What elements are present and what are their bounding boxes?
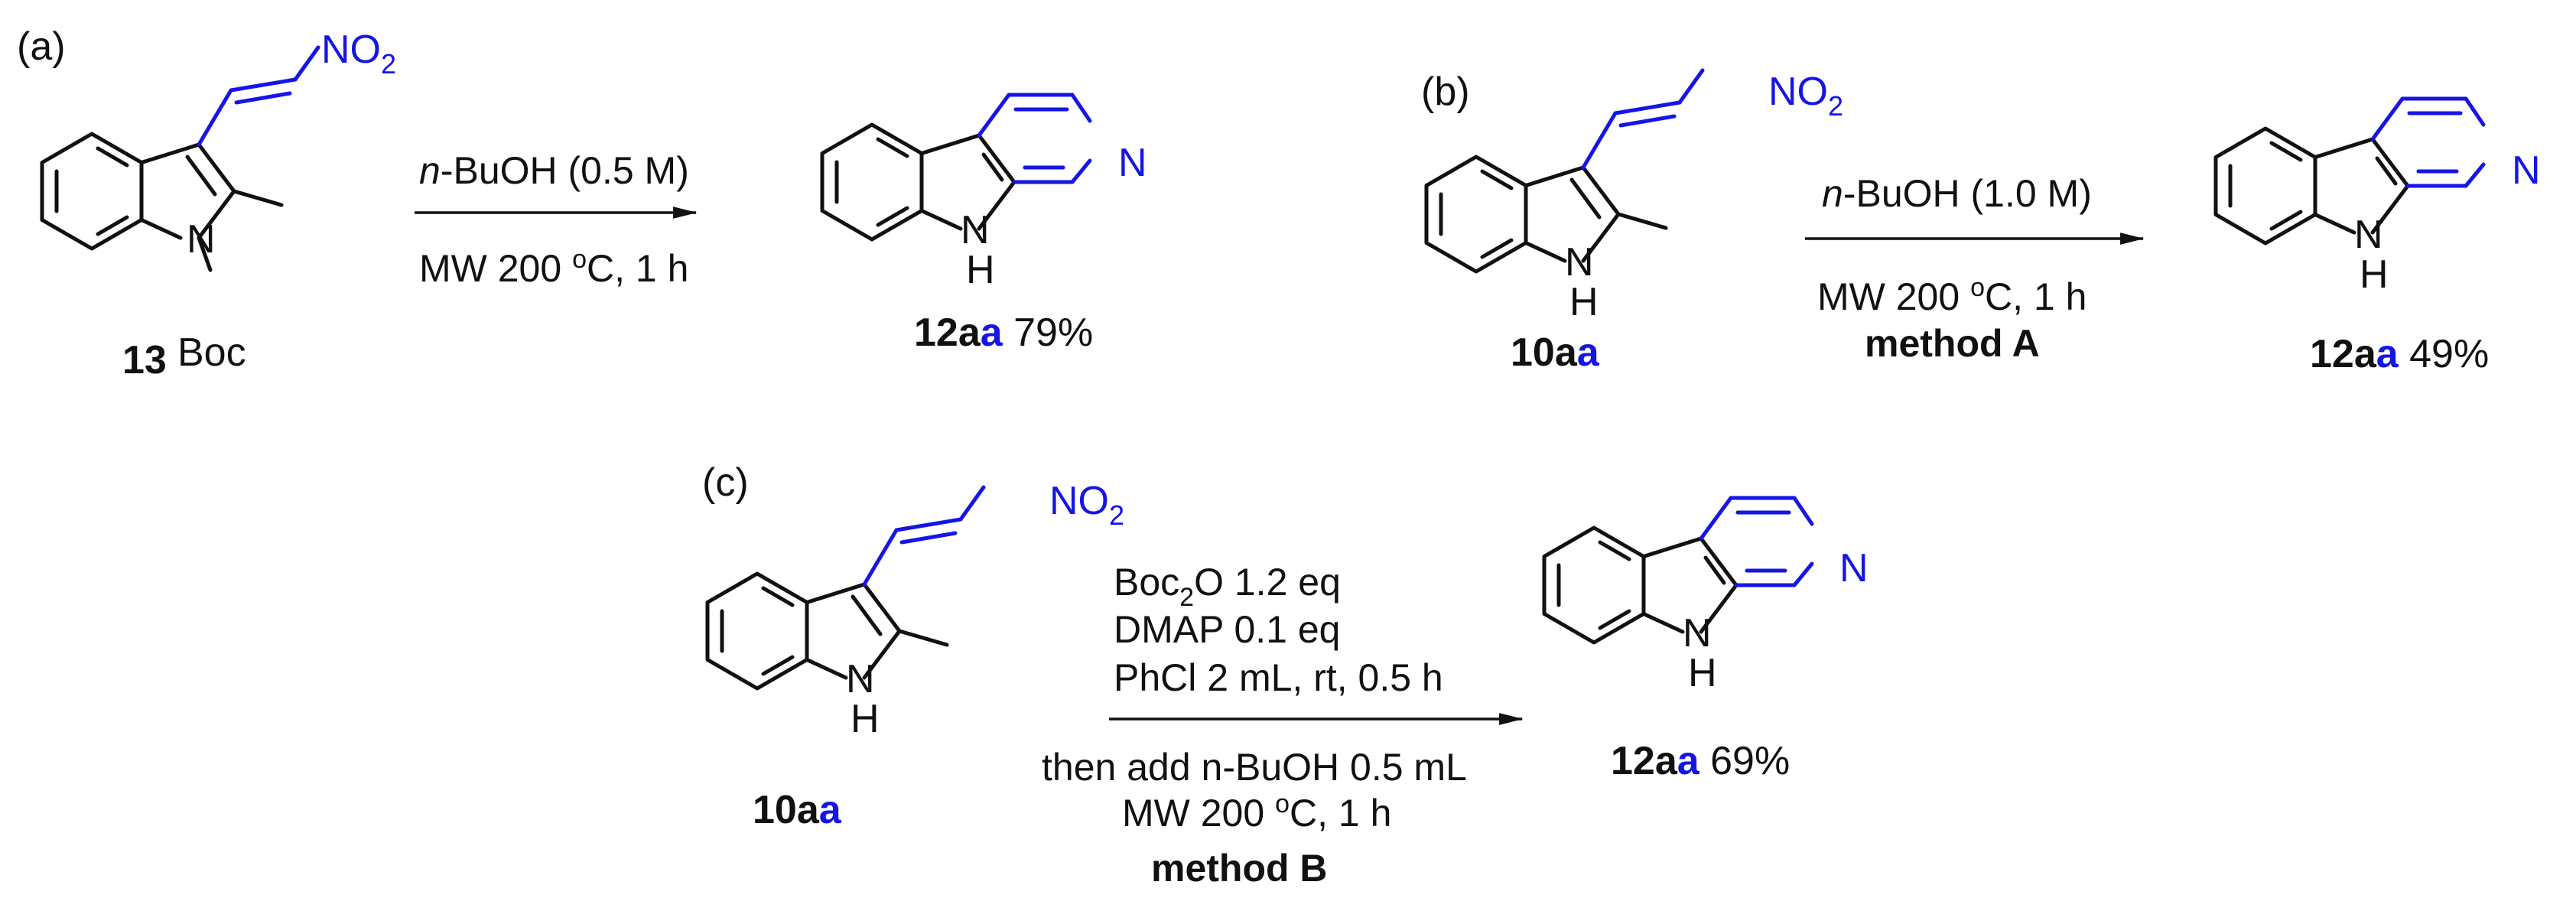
conditions-a-heating: MW 200 oC, 1 h: [419, 245, 688, 290]
nitro-group: NO2: [1768, 70, 1843, 122]
nitro-group: NO2: [1049, 479, 1124, 531]
reaction-arrow-b: n-BuOH (1.0 M) MW 200 oC, 1 h method A: [1805, 172, 2145, 365]
product-12aa-b: N N H 12aa 49%: [2216, 99, 2541, 376]
n-hydrogen: H: [1688, 651, 1717, 695]
carbazole-nitrogen: N: [961, 208, 990, 252]
indole-nitrogen: N: [187, 217, 216, 262]
panel-c: (c) NO2 N H 10aa Boc2O 1.2 eq DMAP 0.1 e…: [702, 460, 1869, 890]
carbazole-nitrogen: N: [1683, 611, 1712, 656]
product-12aa-c: N N H 12aa 69%: [1544, 498, 1869, 783]
conditions-c-dmap: DMAP 0.1 eq: [1114, 608, 1340, 651]
pyridine-nitrogen: N: [1839, 546, 1869, 591]
compound-10aa-label: 10aa: [1511, 330, 1600, 375]
carbazole-nitrogen: N: [2354, 213, 2383, 257]
conditions-c-solvent: PhCl 2 mL, rt, 0.5 h: [1114, 656, 1443, 699]
product-b-label: 12aa 49%: [2310, 332, 2489, 376]
conditions-c-boc2o: Boc2O 1.2 eq: [1114, 561, 1341, 612]
product-c-label: 12aa 69%: [1611, 739, 1790, 783]
n-boc-bond: [197, 236, 213, 272]
n-hydrogen: H: [2360, 252, 2389, 297]
panel-b-tag: (b): [1421, 70, 1470, 114]
indole-nitrogen: N: [1565, 240, 1594, 285]
method-a-label: method A: [1865, 322, 2040, 365]
boc-group: Boc: [177, 330, 246, 375]
n-hydrogen: H: [1569, 280, 1599, 324]
n-hydrogen: H: [966, 248, 995, 292]
conditions-c-addition: then add n-BuOH 0.5 mL: [1042, 746, 1467, 789]
panel-c-tag: (c): [702, 460, 749, 505]
reaction-arrow-c: Boc2O 1.2 eq DMAP 0.1 eq PhCl 2 mL, rt, …: [1042, 561, 1524, 890]
reaction-arrow-a: n-BuOH (0.5 M) MW 200 oC, 1 h: [415, 149, 698, 290]
method-b-label: method B: [1151, 847, 1328, 890]
starting-material-10aa-c: NO2 N H 10aa: [707, 479, 1124, 832]
compound-13-label: 13: [122, 338, 167, 382]
conditions-c-heating: MW 200 oC, 1 h: [1122, 789, 1391, 835]
starting-material-10aa-b: NO2 N H 10aa: [1426, 70, 1843, 375]
panel-a: (a) N NO2 Boc 13 n-BuOH (0.5 M) MW 200 o…: [17, 24, 1147, 382]
panel-a-tag: (a): [17, 24, 66, 69]
product-a-label: 12aa 79%: [914, 311, 1093, 355]
indole-nitrogen: N: [846, 657, 875, 701]
n-hydrogen: H: [851, 697, 880, 741]
product-12aa-a: N N H 12aa 79%: [822, 95, 1147, 355]
conditions-b-heating: MW 200 oC, 1 h: [1817, 273, 2086, 318]
pyridine-nitrogen: N: [1118, 141, 1147, 185]
panel-b: (b) NO2 N H 10aa n-BuOH (1.0 M) MW 200 o…: [1421, 70, 2541, 376]
pyridine-nitrogen: N: [2512, 148, 2541, 193]
nitro-group: NO2: [321, 28, 396, 80]
compound-10aa-label: 10aa: [753, 788, 842, 832]
starting-material-13: N NO2 Boc 13: [42, 28, 396, 382]
conditions-a-solvent: n-BuOH (0.5 M): [419, 149, 689, 192]
conditions-b-solvent: n-BuOH (1.0 M): [1822, 172, 2092, 215]
